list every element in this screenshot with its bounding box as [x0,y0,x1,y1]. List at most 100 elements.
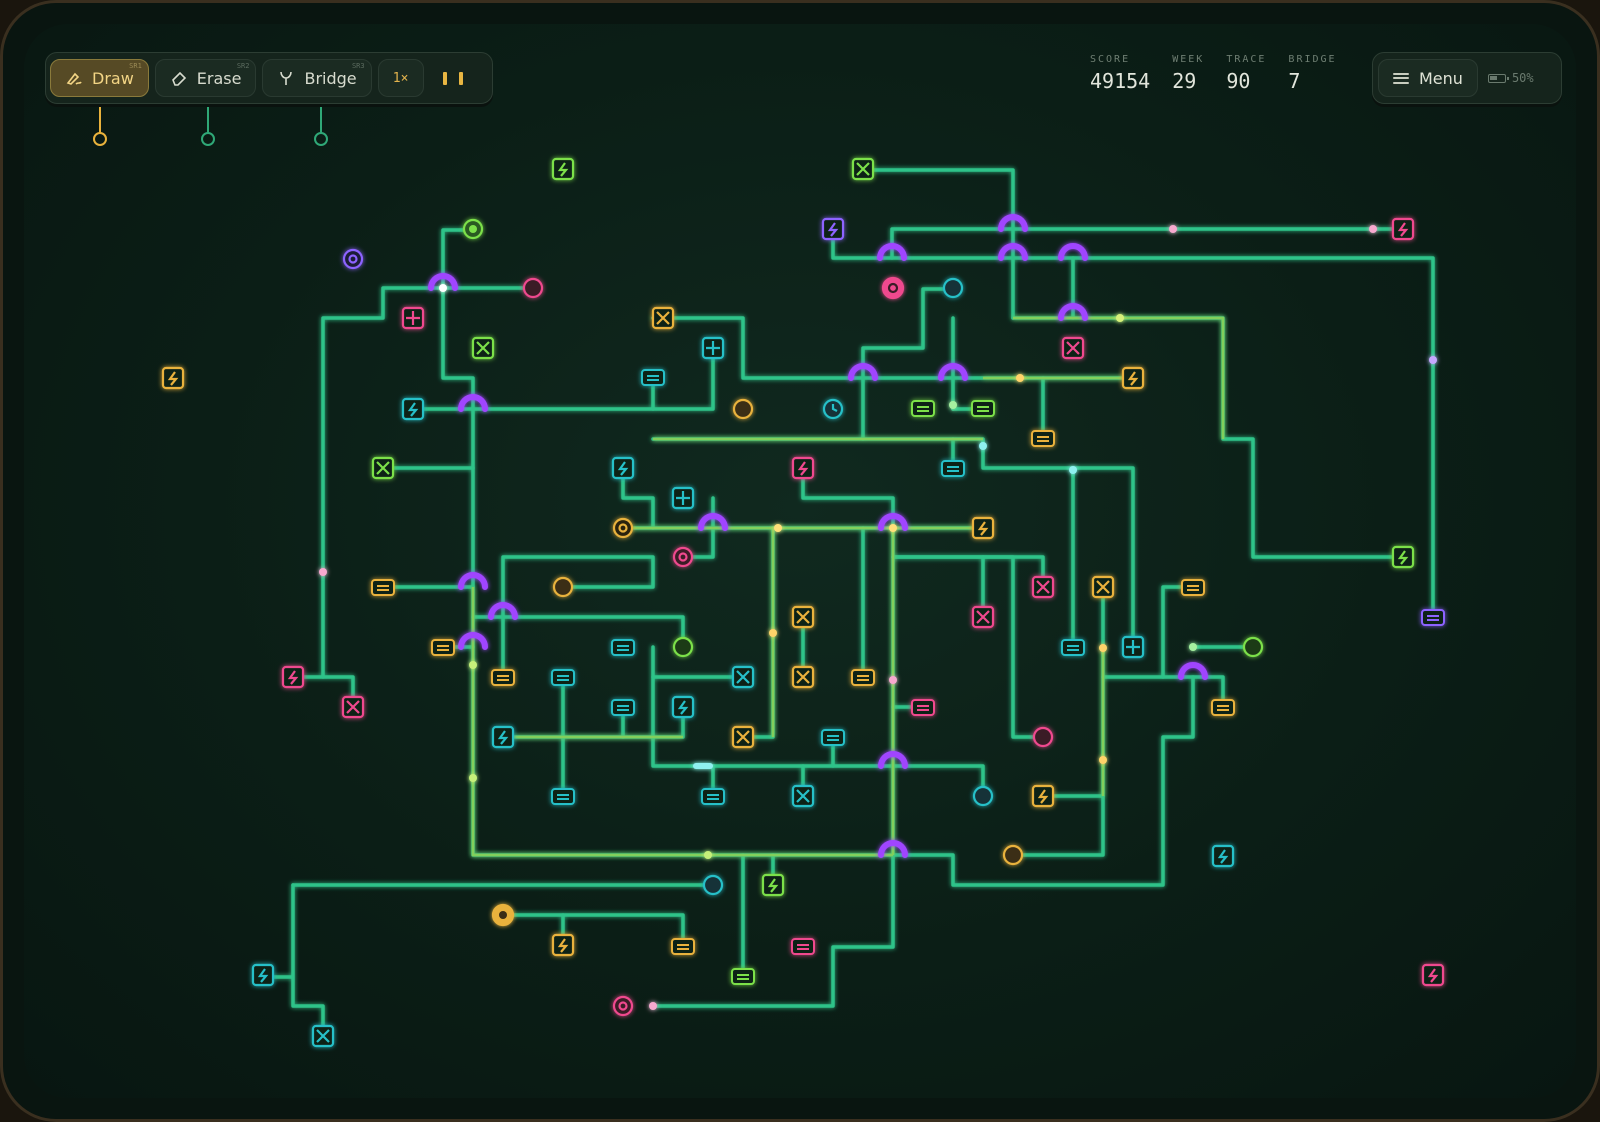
battery-indicator: 50% [1487,71,1534,85]
cross-node[interactable] [371,456,395,480]
pause-button[interactable] [430,59,476,97]
battery-label: 50% [1511,71,1534,85]
circle-node[interactable] [1242,636,1264,658]
power-node[interactable] [821,217,845,241]
circle-node[interactable] [1032,726,1054,748]
bridge-tool-button[interactable]: Bridge SR3 [262,59,372,97]
cross-node[interactable] [791,784,815,808]
circle-node[interactable] [942,277,964,299]
circuit-traces[interactable] [261,168,1435,1038]
power-node[interactable] [251,963,275,987]
power-node[interactable] [671,695,695,719]
terminal-node[interactable] [971,400,995,417]
power-node[interactable] [161,366,185,390]
power-node[interactable] [551,933,575,957]
erase-tool-hint: SR2 [236,62,250,70]
power-node[interactable] [401,397,425,421]
power-node[interactable] [551,157,575,181]
terminal-node[interactable] [731,968,755,985]
cross-node[interactable] [1031,575,1055,599]
circle-node[interactable] [552,576,574,598]
terminal-node[interactable] [641,369,665,386]
cross-node[interactable] [311,1024,335,1048]
cross-node[interactable] [851,157,875,181]
terminal-node[interactable] [791,938,815,955]
cross-node[interactable] [971,605,995,629]
plus-nodes[interactable] [401,306,1145,659]
circuit-board[interactable] [24,24,1576,1098]
terminal-node[interactable] [821,729,845,746]
circle-node[interactable] [1002,844,1024,866]
terminal-node[interactable] [371,579,395,596]
circle-node[interactable] [342,248,364,270]
circle-node[interactable] [672,546,694,568]
cross-node[interactable] [471,336,495,360]
cross-node[interactable] [341,695,365,719]
trace-stat: TRACE 90 [1226,54,1266,93]
circle-node[interactable] [462,218,484,240]
power-node[interactable] [971,516,995,540]
cross-node[interactable] [731,725,755,749]
power-node[interactable] [1391,545,1415,569]
power-node[interactable] [1031,784,1055,808]
cross-node[interactable] [1061,336,1085,360]
power-node[interactable] [1211,844,1235,868]
terminal-node[interactable] [611,699,635,716]
circle-node[interactable] [732,398,754,420]
power-node[interactable] [1121,366,1145,390]
terminal-node[interactable] [611,639,635,656]
terminal-node[interactable] [1031,430,1055,447]
speed-button[interactable]: 1× [377,59,424,97]
plus-node[interactable] [1121,635,1145,659]
power-node[interactable] [491,725,515,749]
circle-node[interactable] [881,276,905,300]
plus-node[interactable] [401,306,425,330]
terminal-node[interactable] [551,669,575,686]
circle-node[interactable] [822,398,844,420]
power-node[interactable] [791,456,815,480]
bridges[interactable] [428,214,1208,858]
circle-node[interactable] [491,903,515,927]
cross-node[interactable] [651,306,675,330]
cross-node[interactable] [1091,575,1115,599]
terminal-node[interactable] [551,788,575,805]
terminal-node[interactable] [911,699,935,716]
power-node[interactable] [761,873,785,897]
terminal-node[interactable] [1061,639,1085,656]
terminal-nodes[interactable] [371,369,1445,985]
circle-node[interactable] [702,874,724,896]
terminal-node[interactable] [1181,579,1205,596]
circle-node[interactable] [612,517,634,539]
circle-node[interactable] [522,277,544,299]
terminal-node[interactable] [1421,609,1445,626]
circle-node[interactable] [972,785,994,807]
terminal-node[interactable] [941,460,965,477]
plus-node[interactable] [701,336,725,360]
circle-node[interactable] [672,636,694,658]
power-node[interactable] [1391,217,1415,241]
circle-node[interactable] [612,995,634,1017]
cross-nodes[interactable] [311,157,1115,1048]
power-node[interactable] [281,665,305,689]
tool-bar: Draw SR1 Erase SR2 Bridge SR3 1× [45,52,493,104]
terminal-node[interactable] [701,788,725,805]
circle-nodes[interactable] [342,218,1264,1017]
terminal-node[interactable] [431,639,455,656]
terminal-node[interactable] [851,669,875,686]
terminal-node[interactable] [911,400,935,417]
plus-node[interactable] [671,486,695,510]
menu-button[interactable]: Menu [1378,59,1478,97]
power-node[interactable] [1421,963,1445,987]
terminal-node[interactable] [671,938,695,955]
erase-tool-button[interactable]: Erase SR2 [154,59,257,97]
draw-tool-button[interactable]: Draw SR1 [50,59,149,97]
terminal-node[interactable] [1211,699,1235,716]
cross-node[interactable] [791,665,815,689]
cross-node[interactable] [731,665,755,689]
cross-node[interactable] [791,605,815,629]
terminal-node[interactable] [491,669,515,686]
power-nodes[interactable] [161,157,1445,987]
power-node[interactable] [611,456,635,480]
